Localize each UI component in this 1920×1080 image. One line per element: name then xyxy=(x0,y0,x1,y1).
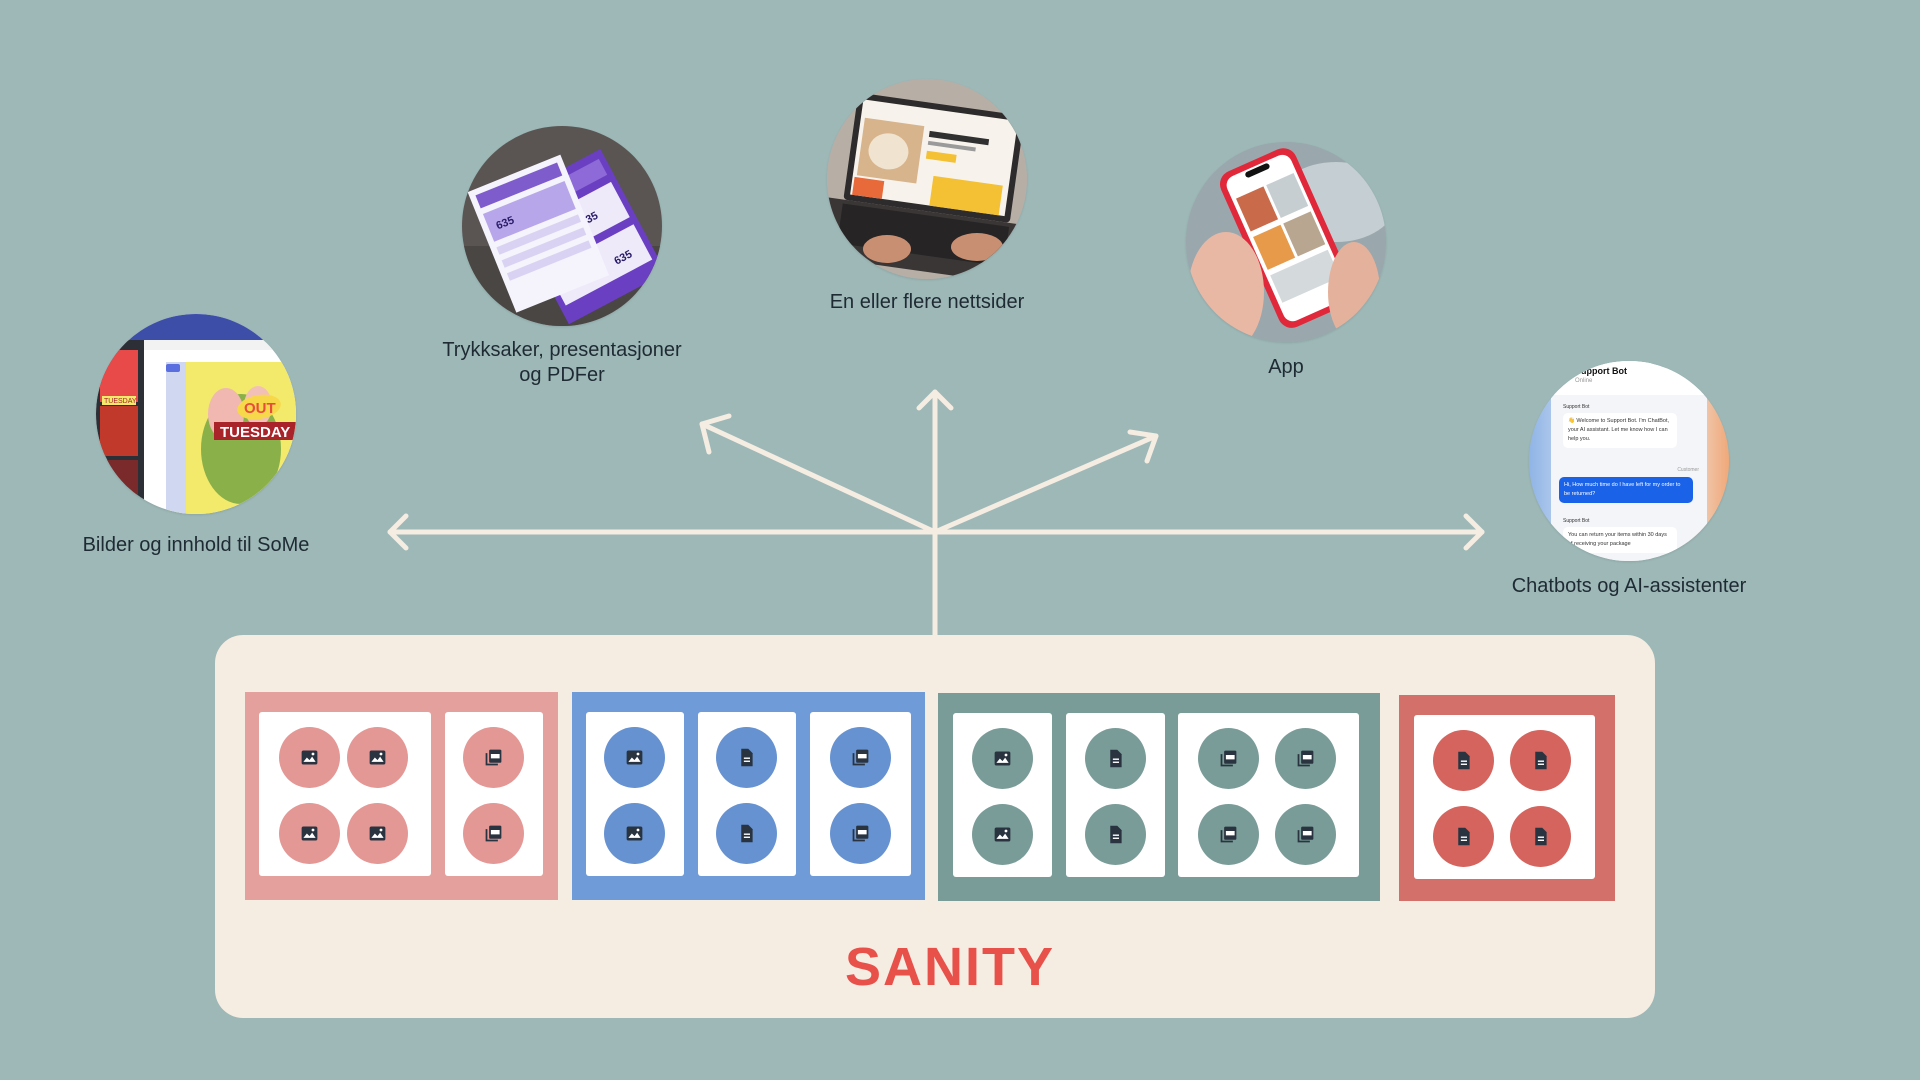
customer-message: Hi, How much time do I have left for my … xyxy=(1559,477,1693,503)
document-item xyxy=(1510,806,1571,867)
pdf-icon xyxy=(485,825,502,842)
sticker-out-text: OUT xyxy=(244,400,276,417)
document-icon xyxy=(741,748,753,767)
document-icon xyxy=(741,824,753,843)
pdf-item xyxy=(463,727,524,788)
arrow-right-head xyxy=(1463,513,1485,551)
chatbot-screenshot: Support Bot Online Support Bot 👋 Welcome… xyxy=(1529,361,1729,561)
document-icon xyxy=(1110,749,1122,768)
document-item xyxy=(1433,806,1494,867)
image-icon xyxy=(301,750,318,765)
document-item xyxy=(716,727,777,788)
customer-label: Customer xyxy=(1677,467,1699,473)
channel-label-web: En eller flere nettsider xyxy=(829,291,1025,313)
content-group-pink xyxy=(245,692,558,900)
bot-sender-label-2: Support Bot xyxy=(1563,518,1590,524)
pdf-item xyxy=(1275,728,1336,789)
image-item xyxy=(972,728,1033,789)
arrow-upper-left-head xyxy=(699,413,732,455)
image-item xyxy=(279,727,340,788)
document-icon xyxy=(1535,751,1547,770)
content-card xyxy=(1178,713,1359,877)
pdf-item xyxy=(1275,804,1336,865)
image-icon xyxy=(369,750,386,765)
content-card xyxy=(810,712,911,876)
pdf-item xyxy=(1198,728,1259,789)
content-card xyxy=(1414,715,1595,879)
pdf-icon xyxy=(485,749,502,766)
channel-label-print-line2: og PDFer xyxy=(519,364,605,386)
channel-label-print-line1: Trykksaker, presentasjoner xyxy=(442,339,682,361)
content-card xyxy=(698,712,796,876)
image-icon xyxy=(626,826,643,841)
arrow-upper-right xyxy=(932,433,1159,535)
document-item xyxy=(1085,728,1146,789)
bot-avatar xyxy=(1551,367,1569,385)
sanity-logo: SANITY xyxy=(845,937,1056,997)
pdf-icon xyxy=(852,749,869,766)
document-icon xyxy=(1458,827,1470,846)
pdf-icon xyxy=(1220,750,1237,767)
chatbot-header: Support Bot Online xyxy=(1551,361,1707,395)
phone-app-photo xyxy=(1186,142,1386,342)
pdf-icon xyxy=(1297,750,1314,767)
content-card xyxy=(586,712,684,876)
pdf-icon xyxy=(1297,826,1314,843)
arrow-left-head xyxy=(387,513,409,551)
document-item xyxy=(1433,730,1494,791)
content-group-red xyxy=(1399,695,1615,901)
chatbot-status: Online xyxy=(1575,378,1593,384)
image-item xyxy=(347,803,408,864)
image-icon xyxy=(994,827,1011,842)
arrow-up-head xyxy=(916,389,954,411)
channel-label-app: App xyxy=(1268,356,1304,378)
printed-brochures-photo: 635 635 635 xyxy=(462,126,662,326)
pdf-item xyxy=(1198,804,1259,865)
laptop-website-photo xyxy=(827,79,1027,279)
image-item xyxy=(604,803,665,864)
pdf-item xyxy=(463,803,524,864)
image-icon xyxy=(994,751,1011,766)
document-icon xyxy=(1535,827,1547,846)
bot-message-1: 👋 Welcome to Support Bot. I'm ChatBot, y… xyxy=(1563,413,1677,448)
chatbot-name: Support Bot xyxy=(1575,366,1627,376)
pdf-item xyxy=(830,727,891,788)
channel-label-chat: Chatbots og AI-assistenter xyxy=(1511,575,1747,597)
image-icon xyxy=(369,826,386,841)
pdf-icon xyxy=(852,825,869,842)
content-group-blue xyxy=(572,692,925,900)
document-item xyxy=(1085,804,1146,865)
document-icon xyxy=(1110,825,1122,844)
sticker-tuesday-text: TUESDAY xyxy=(220,424,290,441)
document-item xyxy=(716,803,777,864)
bot-message-2: You can return your items within 30 days… xyxy=(1563,527,1677,553)
channel-label-some: Bilder og innhold til SoMe xyxy=(82,534,310,556)
image-icon xyxy=(626,750,643,765)
arrow-upper-right-head xyxy=(1127,429,1159,464)
image-icon xyxy=(301,826,318,841)
image-item xyxy=(972,804,1033,865)
content-card xyxy=(445,712,543,876)
social-media-editor-photo: TUESDAY OUT TUESDAY xyxy=(96,314,296,514)
document-icon xyxy=(1458,751,1470,770)
arrow-upper-left xyxy=(699,421,938,535)
pdf-item xyxy=(830,803,891,864)
bot-sender-label-1: Support Bot xyxy=(1563,404,1590,410)
document-item xyxy=(1510,730,1571,791)
thumb-tuesday-text: TUESDAY xyxy=(104,398,137,405)
pdf-icon xyxy=(1220,826,1237,843)
content-card xyxy=(953,713,1052,877)
content-card xyxy=(1066,713,1165,877)
image-item xyxy=(604,727,665,788)
content-card xyxy=(259,712,431,876)
chatbot-window: Support Bot Online Support Bot 👋 Welcome… xyxy=(1551,361,1707,561)
image-item xyxy=(347,727,408,788)
image-item xyxy=(279,803,340,864)
content-group-teal xyxy=(938,693,1380,901)
channel-label-print: Trykksaker, presentasjoner og PDFer xyxy=(412,338,712,388)
